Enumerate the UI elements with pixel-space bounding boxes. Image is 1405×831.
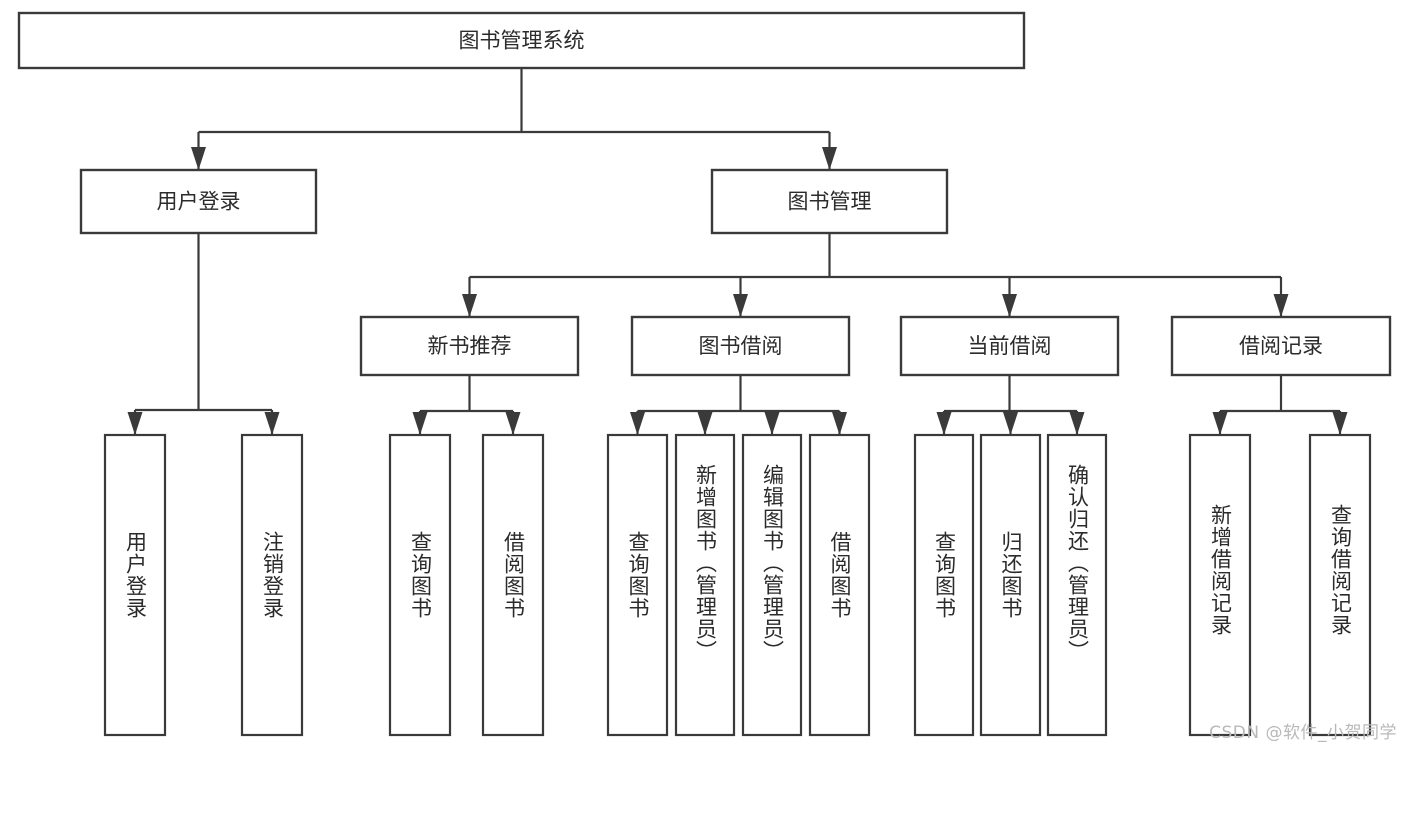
arrow-head-icon [936,412,952,435]
arrow-head-icon [462,294,477,317]
node-leaf-rect[interactable] [606,433,669,737]
arrow-head-icon [733,294,748,317]
node-leaf-rect[interactable] [808,433,871,737]
arrow-head-icon [1069,412,1085,435]
watermark-text: CSDN @软件_小贺同学 [1209,723,1397,743]
arrow-head-icon [1212,412,1228,435]
node-level2[interactable]: 图书管理 [710,168,949,235]
node-level2-rect [710,168,949,235]
node-level3-rect [630,315,851,377]
connectors-layer [127,68,1348,435]
node-leaf-rect[interactable] [741,433,803,737]
node-level3-rect [899,315,1120,377]
arrow-head-icon [832,412,847,435]
arrow-head-icon [264,412,280,435]
node-leaf-rect[interactable] [1188,433,1252,737]
node-level3-label: 当前借阅 [968,334,1052,358]
arrow-head-icon [630,412,645,435]
arrow-head-icon [1273,294,1289,317]
node-leaf-rect[interactable] [979,433,1042,737]
diagram-canvas: 图书管理系统用户登录图书管理新书推荐图书借阅当前借阅借阅记录 用户登录注销登录查… [17,11,1397,743]
node-level2[interactable]: 用户登录 [79,168,318,235]
arrow-head-icon [191,147,206,170]
node-level3-label: 新书推荐 [428,334,512,358]
arrow-head-icon [1003,412,1018,435]
arrow-head-icon [505,412,521,435]
node-leaf-rect[interactable] [481,433,545,737]
node-level2-label: 用户登录 [157,190,241,214]
node-leaf-rect[interactable] [674,433,736,737]
node-root-label: 图书管理系统 [459,29,585,53]
node-level3[interactable]: 图书借阅 [630,315,851,377]
node-leaf-rect[interactable] [1046,433,1108,737]
node-root-rect [17,11,1026,70]
node-level3[interactable]: 借阅记录 [1170,315,1392,377]
node-level3-label: 图书借阅 [699,334,783,358]
arrow-head-icon [412,412,428,435]
node-level3-label: 借阅记录 [1239,334,1323,358]
node-level2-label: 图书管理 [788,190,872,214]
arrow-head-icon [1332,412,1348,435]
node-leaf-rect[interactable] [1308,433,1372,737]
arrow-head-icon [697,412,713,435]
node-level2-rect [79,168,318,235]
node-level3-rect [1170,315,1392,377]
node-level3[interactable]: 新书推荐 [359,315,580,377]
arrow-head-icon [1002,294,1017,317]
node-level3[interactable]: 当前借阅 [899,315,1120,377]
arrow-head-icon [822,147,837,170]
node-root[interactable]: 图书管理系统 [17,11,1026,70]
arrow-head-icon [127,412,143,435]
node-leaf-rect[interactable] [913,433,975,737]
node-leaf-rect[interactable] [240,433,304,737]
arrow-head-icon [764,412,780,435]
node-leaf-rect[interactable] [388,433,452,737]
node-leaf-rect[interactable] [103,433,167,737]
node-level3-rect [359,315,580,377]
